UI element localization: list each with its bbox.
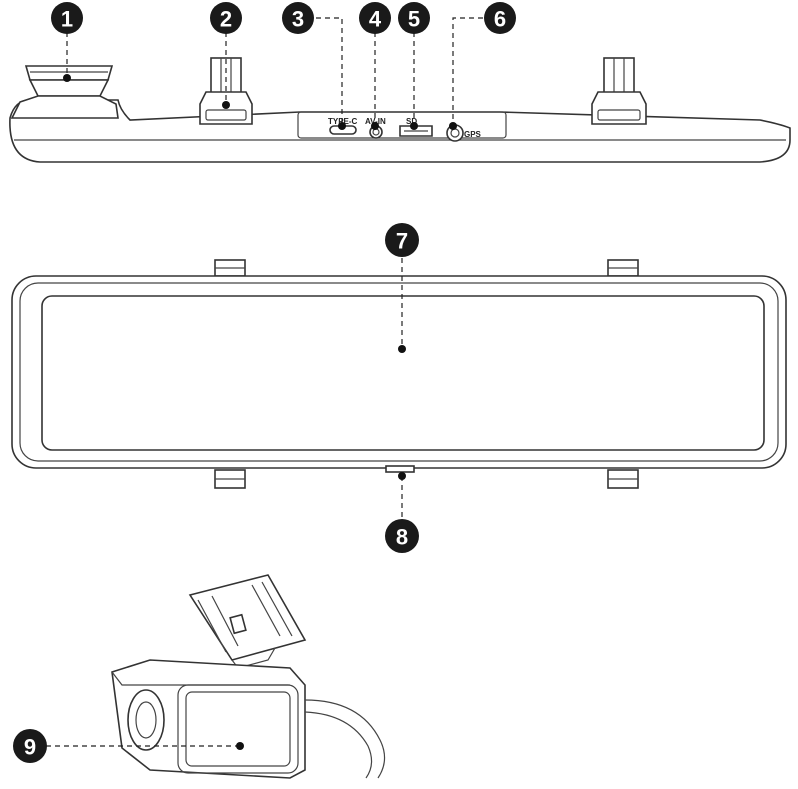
camera-cable xyxy=(305,700,385,778)
callout-7: 7 xyxy=(385,223,419,257)
top-view: TYPE-C AV-IN SD GPS xyxy=(10,58,790,162)
callout-8: 8 xyxy=(385,519,419,553)
camera-lens xyxy=(128,690,164,750)
callout-6-label: 6 xyxy=(494,7,506,32)
callout-8-label: 8 xyxy=(396,525,408,550)
suction-mount xyxy=(12,66,118,118)
front-view xyxy=(12,260,786,488)
callout-5-label: 5 xyxy=(408,7,420,32)
callout-4: 4 xyxy=(359,2,391,34)
callout-2-label: 2 xyxy=(220,7,232,32)
callout-6: 6 xyxy=(484,2,516,34)
rear-camera xyxy=(112,575,385,778)
callout-7-label: 7 xyxy=(396,229,408,254)
callout-3: 3 xyxy=(282,2,314,34)
mirror-screen xyxy=(42,296,764,450)
callout-1: 1 xyxy=(51,2,83,34)
right-strap-clip xyxy=(592,58,646,124)
callout-9: 9 xyxy=(13,729,47,763)
callout-4-label: 4 xyxy=(369,7,382,32)
callout-3-label: 3 xyxy=(292,7,304,32)
callout-1-label: 1 xyxy=(61,7,73,32)
callout-5: 5 xyxy=(398,2,430,34)
callout-9-label: 9 xyxy=(24,735,36,760)
bottom-port xyxy=(386,466,414,472)
gps-port-label: GPS xyxy=(464,130,482,139)
callout-2: 2 xyxy=(210,2,242,34)
